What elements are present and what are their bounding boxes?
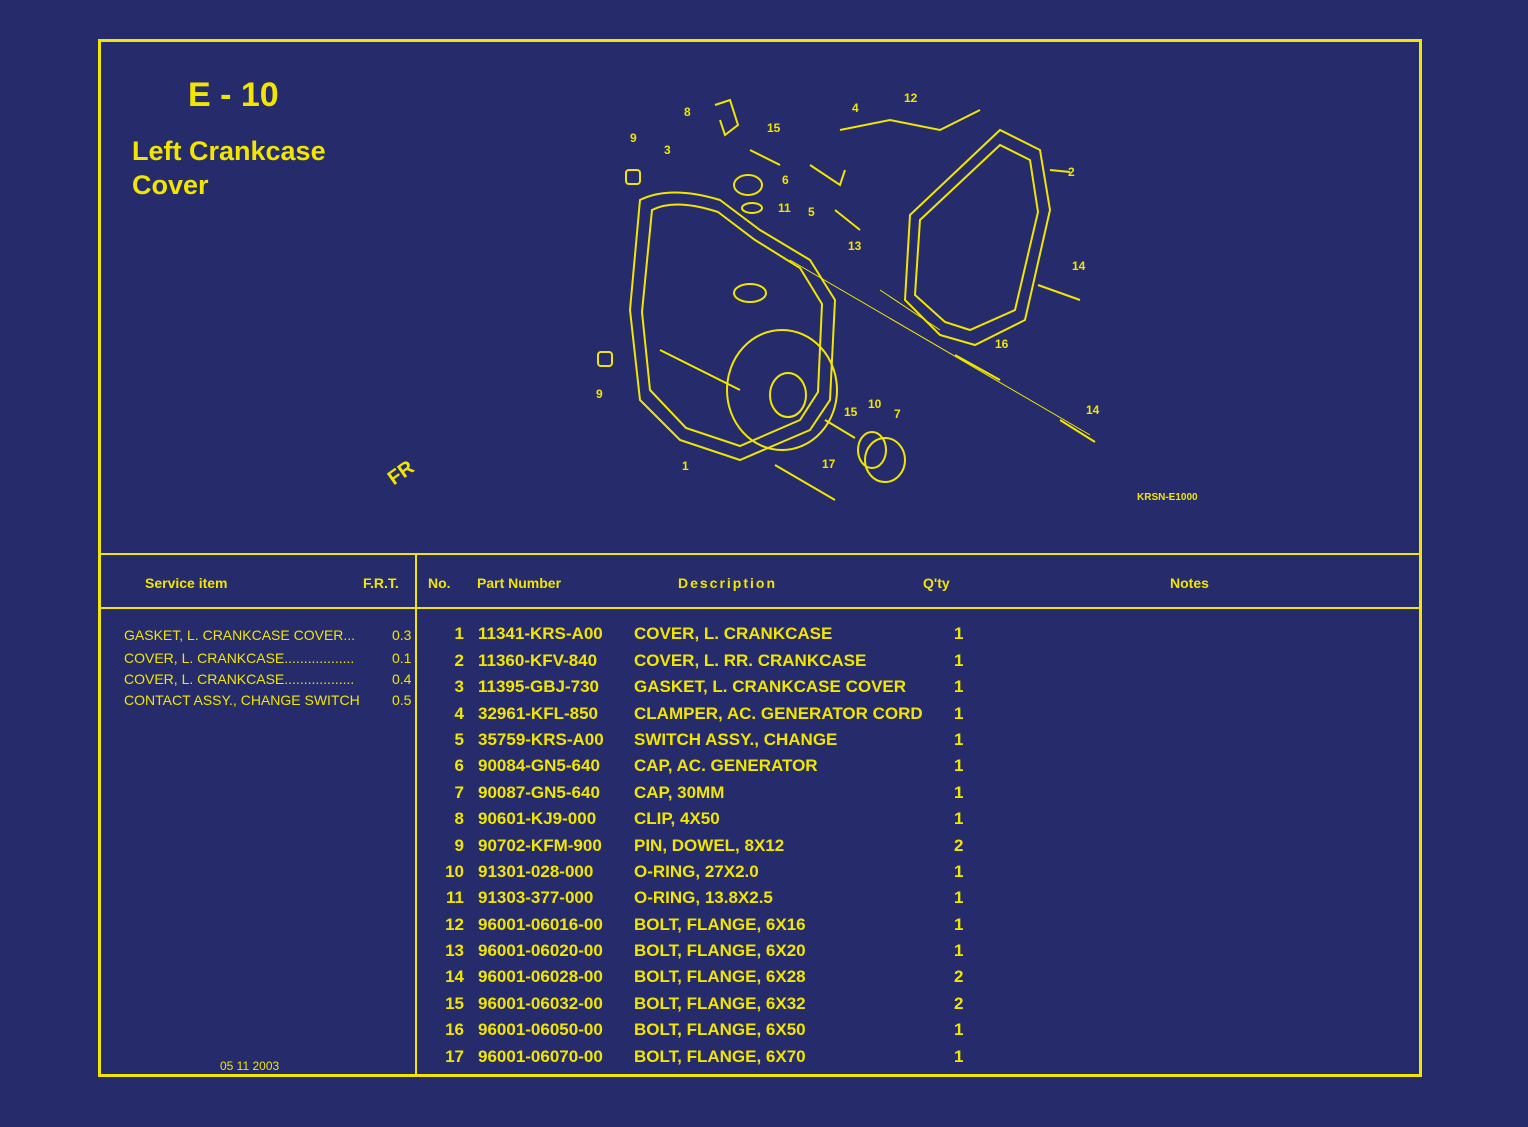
svg-text:12: 12: [904, 91, 918, 105]
col-description: Description: [678, 575, 778, 591]
svg-text:14: 14: [1072, 259, 1086, 273]
svg-text:14: 14: [1086, 403, 1100, 417]
svg-text:10: 10: [868, 397, 882, 411]
divider-service-column: [415, 553, 417, 1077]
svg-text:3: 3: [664, 143, 671, 157]
svg-text:17: 17: [822, 457, 836, 471]
parts-sheet-frame: [98, 39, 1422, 1077]
service-item: GASKET, L. CRANKCASE COVER...0.3: [124, 627, 412, 643]
exploded-parts-diagram: 8 9 3 15 6 11 4 12 5 13 2 14 16 14 10 7 …: [596, 91, 1100, 501]
svg-text:15: 15: [844, 405, 858, 419]
svg-text:13: 13: [848, 239, 862, 253]
divider-header-row: [98, 607, 1422, 609]
svg-text:4: 4: [852, 101, 859, 115]
col-no: No.: [428, 575, 451, 591]
service-item: COVER, L. CRANKCASE..................0.4: [124, 671, 412, 687]
svg-text:7: 7: [894, 407, 901, 421]
page-code: E - 10: [188, 76, 279, 114]
sheet-date: 05 11 2003: [220, 1059, 280, 1073]
divider-diagram-table: [98, 553, 1422, 555]
service-item: COVER, L. CRANKCASE..................0.1: [124, 650, 412, 666]
svg-text:9: 9: [596, 387, 603, 401]
col-qty: Q'ty: [923, 575, 950, 591]
svg-text:15: 15: [767, 121, 781, 135]
svg-text:9: 9: [630, 131, 637, 145]
col-notes: Notes: [1170, 575, 1209, 591]
svg-text:1: 1: [682, 459, 689, 473]
svg-text:8: 8: [684, 105, 691, 119]
svg-text:11: 11: [778, 201, 791, 215]
svg-text:2: 2: [1068, 165, 1075, 179]
col-part-number: Part Number: [477, 575, 562, 591]
svg-text:16: 16: [995, 337, 1009, 351]
col-service-item: Service item: [145, 575, 228, 591]
diagram-ref-code: KRSN-E1000: [1137, 492, 1198, 503]
svg-text:5: 5: [808, 205, 815, 219]
page-title: Left Crankcase Cover: [132, 136, 326, 200]
svg-text:6: 6: [782, 173, 789, 187]
col-frt: F.R.T.: [363, 575, 399, 591]
